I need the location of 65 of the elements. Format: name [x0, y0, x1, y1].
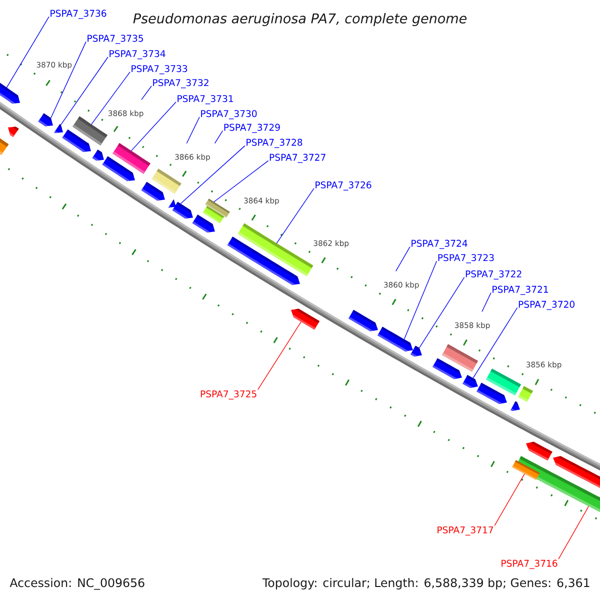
leader-line [130, 102, 176, 152]
gene-label: PSPA7_3726 [316, 181, 372, 190]
gene-block [291, 308, 320, 330]
gene-label: PSPA7_3717 [438, 526, 494, 536]
gene-label: PSPA7_3722 [466, 270, 522, 280]
gene-block [510, 401, 520, 412]
leader-line [494, 473, 525, 526]
gene-block [38, 113, 53, 126]
gene-block [92, 150, 104, 161]
gene-label: PSPA7_3725 [200, 390, 256, 400]
leader-line [186, 116, 200, 144]
gene-block [0, 82, 20, 104]
gene-block [526, 442, 552, 461]
gene-label: PSPA7_3716 [502, 560, 558, 569]
gene-label: PSPA7_3724 [412, 240, 468, 249]
gene-block [462, 374, 478, 388]
gene-bar [0, 138, 9, 155]
leader-line [60, 56, 108, 126]
leader-line [558, 506, 589, 560]
leader-line [180, 145, 246, 204]
gene-bar [238, 223, 314, 276]
gene-label: PSPA7_3727 [270, 154, 326, 163]
footer-text: Accession: NC_009656 [10, 578, 144, 590]
footer-text: Topology: circular; Length: 6,588,339 bp; Genes: 6,361 [262, 578, 590, 590]
gene-bar [486, 368, 521, 396]
leader-line [404, 260, 438, 340]
gene-label: PSPA7_3730 [201, 110, 257, 120]
leader-line [395, 246, 410, 272]
leader-line [214, 130, 224, 144]
gene-label: PSPA7_3732 [153, 79, 208, 88]
gene-block [378, 326, 413, 352]
gene-bar [152, 168, 182, 194]
leader-line [214, 160, 269, 202]
gene-bar [512, 460, 540, 480]
leader-line [482, 292, 492, 312]
gene-block [553, 456, 600, 488]
gene-label: PSPA7_3734 [110, 50, 166, 60]
gene-bar [518, 386, 533, 402]
gene-block [172, 202, 193, 219]
gene-label: PSPA7_3729 [224, 124, 280, 133]
gene-block [54, 124, 63, 134]
gene-label: PSPA7_3728 [246, 138, 302, 148]
gene-label: PSPA7_3723 [438, 254, 494, 264]
gene-label: PSPA7_3731 [178, 95, 233, 104]
gene-label: PSPA7_3735 [88, 34, 143, 44]
leader-line [141, 86, 152, 100]
leader-line [257, 321, 302, 390]
gene-label: PSPA7_3720 [518, 300, 574, 310]
leader-line [472, 307, 518, 378]
gene-bar [112, 143, 150, 174]
gene-bar [205, 198, 230, 218]
gene-block [168, 199, 176, 208]
title: Pseudomonas aeruginosa PA7, complete genome [133, 13, 467, 26]
leader-line [418, 276, 465, 348]
gene-bar [72, 116, 108, 146]
leader-line [6, 16, 50, 88]
gene-block [8, 126, 19, 138]
gene-block [348, 310, 378, 332]
leader-line [50, 41, 86, 118]
gene-bar [442, 344, 478, 372]
gene-label: PSPA7_3721 [492, 286, 548, 295]
gene-block [410, 346, 422, 357]
gene-label: PSPA7_3736 [50, 10, 106, 19]
leader-line [276, 188, 314, 244]
gene-label: PSPA7_3733 [132, 65, 188, 74]
